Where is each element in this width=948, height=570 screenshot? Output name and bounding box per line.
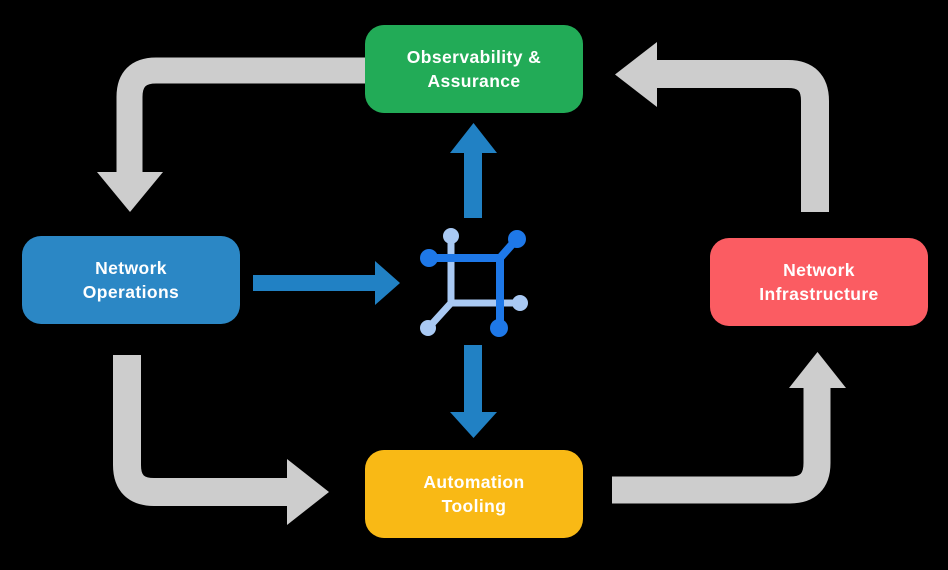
node-automation-tooling: Automation Tooling	[365, 450, 583, 538]
node-network-operations: Network Operations	[22, 236, 240, 324]
arrow-center-to-observability	[450, 123, 497, 218]
node-label-line: Tooling	[441, 496, 507, 516]
network-node-icon	[420, 228, 528, 337]
node-label-line: Network	[783, 260, 855, 280]
arrow-automation-to-infrastructure	[612, 352, 846, 504]
node-label-line: Observability &	[406, 47, 542, 67]
node-label-line: Infrastructure	[759, 284, 879, 304]
arrow-observability-to-operations	[97, 57, 365, 212]
arrow-center-to-automation	[450, 345, 497, 438]
node-label-line: Automation	[423, 472, 525, 492]
node-label-line: Network	[95, 258, 167, 278]
node-label-line: Operations	[82, 282, 180, 302]
arrow-operations-to-automation	[113, 355, 329, 525]
arrow-operations-to-center	[253, 261, 400, 305]
arrow-infrastructure-to-observability	[615, 42, 829, 212]
node-network-infrastructure: Network Infrastructure	[710, 238, 928, 326]
node-label-line: Assurance	[427, 71, 521, 91]
node-observability-assurance: Observability & Assurance	[365, 25, 583, 113]
